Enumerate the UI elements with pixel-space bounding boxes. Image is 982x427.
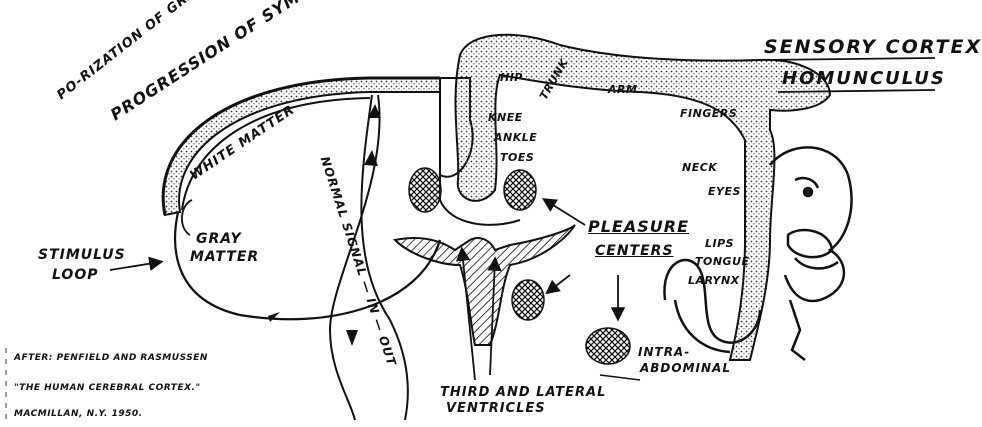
ventricles-shape — [395, 225, 575, 345]
gray-matter-label-2: MATTER — [190, 250, 259, 264]
body-label-neck: NECK — [682, 162, 717, 173]
pleasure-label-2: CENTERS — [595, 244, 674, 258]
stimulus-arrow — [110, 262, 160, 270]
body-label-arm: ARM — [608, 84, 637, 95]
body-label-tongue: TONGUE — [695, 256, 750, 267]
pleasure-label-1: PLEASURE — [588, 219, 689, 235]
signal-path-in — [361, 95, 407, 420]
ventricles-label-2: VENTRICLES — [446, 402, 546, 415]
intra-abdominal-pointer — [600, 375, 640, 380]
credit-line-3: MACMILLAN, N.Y. 1950. — [14, 410, 143, 419]
body-label-lips: LIPS — [705, 238, 734, 249]
stimulus-loop-arrowhead — [268, 312, 280, 322]
credit-line-2: "THE HUMAN CEREBRAL CORTEX." — [14, 384, 201, 393]
body-label-hip: HIP — [500, 72, 523, 83]
title-underline-1 — [762, 58, 935, 60]
intra-label-1: INTRA- — [638, 346, 690, 358]
intra-label-2: ABDOMINAL — [640, 362, 731, 374]
title-line-1: SENSORY CORTEX — [764, 38, 982, 57]
pleasure-center-2 — [504, 170, 536, 210]
body-label-knee: KNEE — [488, 112, 523, 123]
pleasure-arrow-1 — [545, 200, 585, 225]
cortex-gray-matter-band — [163, 78, 440, 215]
stimulus-loop-path — [175, 212, 440, 319]
stimulus-label-1: STIMULUS — [38, 248, 126, 262]
body-label-larynx: LARYNX — [688, 275, 740, 286]
title-line-2: HOMUNCULUS — [782, 70, 946, 88]
pleasure-arrow-2 — [548, 275, 570, 292]
pleasure-center-4 — [586, 328, 630, 364]
pleasure-center-1 — [409, 168, 441, 212]
body-label-ankle: ANKLE — [494, 132, 537, 143]
body-label-eyes: EYES — [708, 186, 741, 197]
pleasure-center-3 — [512, 280, 544, 320]
body-label-toes: TOES — [500, 152, 534, 163]
signal-arrow-down — [346, 330, 358, 346]
stimulus-label-2: LOOP — [52, 268, 99, 282]
credit-line-1: AFTER: PENFIELD AND RASMUSSEN — [14, 354, 208, 363]
gray-matter-label-1: GRAY — [196, 232, 242, 246]
ventricles-label-1: THIRD AND LATERAL — [440, 386, 606, 399]
body-label-fingers: FINGERS — [680, 108, 737, 119]
